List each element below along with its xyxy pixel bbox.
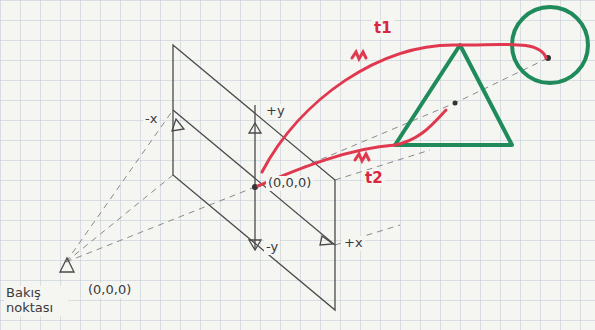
axis-label: +x (342, 236, 365, 251)
ray-label: t1 (372, 20, 394, 37)
axis-label: -y (264, 240, 280, 255)
sight-lines (66, 58, 548, 262)
axis-arrows (172, 119, 333, 250)
triangle-object (395, 45, 512, 145)
viewpoint-label: Bakış noktası (4, 286, 68, 316)
projection-rays (258, 44, 546, 186)
axis-label: -x (143, 112, 159, 127)
ray-label: t2 (363, 170, 385, 187)
axis-label: (0,0,0) (266, 176, 313, 191)
axis-label: +y (264, 104, 287, 119)
axis-label: (0,0,0) (86, 283, 133, 298)
viewpoint-symbol (60, 258, 74, 272)
triangle-center (453, 101, 458, 106)
image-plane (173, 45, 335, 310)
